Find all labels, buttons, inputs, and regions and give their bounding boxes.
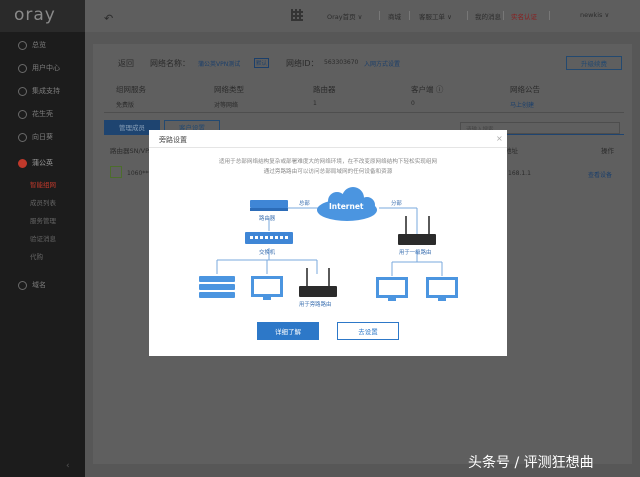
sidebar-sub-members[interactable]: 成员列表 bbox=[30, 199, 56, 207]
peanut-icon bbox=[18, 109, 27, 119]
user-menu[interactable]: newkis ∨ bbox=[580, 11, 610, 19]
create-notice-link[interactable]: 马上创建 bbox=[510, 102, 535, 109]
qrcode-icon[interactable] bbox=[291, 9, 303, 21]
dialog-title: 旁路设置 bbox=[159, 136, 187, 144]
switch-device bbox=[245, 232, 293, 244]
divider bbox=[549, 11, 550, 20]
row-address: 168.1.1 bbox=[508, 170, 531, 177]
info-value: 免费版 bbox=[116, 102, 135, 109]
switch-label: 交换机 bbox=[259, 250, 276, 256]
info-value: 对等网络 bbox=[214, 102, 239, 109]
divider bbox=[467, 11, 468, 20]
info-value: 0 bbox=[411, 100, 415, 107]
sidebar-item-overview[interactable]: 总览 bbox=[0, 34, 85, 56]
table-header-sn: 路由器SN/VP... bbox=[110, 147, 155, 155]
learn-more-button[interactable]: 详细了解 bbox=[257, 322, 319, 340]
sidebar-sub-service[interactable]: 服务管理 bbox=[30, 217, 56, 225]
sidebar-sub-verify[interactable]: 验证消息 bbox=[30, 235, 56, 243]
headset-icon bbox=[18, 86, 27, 96]
branch-monitor-2 bbox=[426, 277, 458, 301]
hq-link-label: 总部 bbox=[299, 201, 310, 207]
router-icon bbox=[110, 166, 122, 178]
info-header: 路由器 bbox=[313, 85, 336, 94]
upgrade-button[interactable]: 升级续费 bbox=[566, 56, 622, 70]
server-device bbox=[199, 276, 235, 298]
network-id-label: 网络ID： bbox=[286, 59, 319, 68]
sidebar-item-label: 向日葵 bbox=[32, 133, 53, 141]
branch-monitor-1 bbox=[376, 277, 408, 301]
sidebar: oray 总览 用户中心 集成支持 花生壳 向日葵 蒲公英 智能组网 成员列表 … bbox=[0, 0, 85, 477]
monitor-device bbox=[251, 276, 283, 300]
dialog-description: 适用于总部网络结构复杂或部署难度大的网络环境，在不改变原网络结构下轻松实现组网 bbox=[218, 159, 438, 165]
watermark: 头条号 / 评测狂想曲 bbox=[468, 455, 594, 471]
sidebar-sub-purchase[interactable]: 代购 bbox=[30, 253, 43, 261]
sidebar-item-label: 集成支持 bbox=[32, 87, 60, 95]
sidebar-item-dandelion[interactable]: 蒲公英 bbox=[0, 152, 85, 174]
divider bbox=[409, 11, 410, 20]
view-device-link[interactable]: 查看设备 bbox=[588, 172, 613, 179]
sidebar-item-label: 域名 bbox=[32, 281, 46, 289]
nav-messages[interactable]: 我的消息 bbox=[475, 13, 501, 21]
sidebar-item-sunflower[interactable]: 向日葵 bbox=[0, 126, 85, 148]
internet-label: Internet bbox=[329, 202, 364, 211]
network-name-label: 网络名称： bbox=[150, 59, 190, 68]
topbar: Oray首页 ∨ 商城 客服工单 ∨ 我的消息 实名认证 newkis ∨ bbox=[85, 0, 640, 32]
info-value: 1 bbox=[313, 100, 317, 107]
table-header-action: 操作 bbox=[601, 147, 614, 155]
router-device bbox=[250, 200, 288, 211]
bypass-router-label: 用于旁路路由 bbox=[299, 302, 332, 308]
internet-cloud bbox=[317, 187, 377, 221]
row-sn: 1060*** bbox=[127, 170, 152, 177]
divider bbox=[503, 11, 504, 20]
router-label: 路由器 bbox=[259, 216, 276, 222]
back-arrow-icon[interactable]: ↶ bbox=[104, 12, 114, 25]
sidebar-sub-smart-network[interactable]: 智能组网 bbox=[30, 181, 56, 189]
grid-icon bbox=[18, 40, 27, 50]
logo-area bbox=[0, 0, 85, 32]
go-settings-button[interactable]: 去设置 bbox=[337, 322, 399, 340]
sidebar-item-label: 总览 bbox=[32, 41, 46, 49]
bypass-settings-dialog: 旁路设置 × 适用于总部网络结构复杂或部署难度大的网络环境，在不改变原网络结构下… bbox=[149, 130, 507, 356]
globe-icon bbox=[18, 280, 27, 290]
diagram-links bbox=[216, 207, 443, 276]
branch-router-device bbox=[398, 216, 436, 245]
network-name[interactable]: 蒲公英VPN测试 bbox=[198, 61, 241, 68]
sidebar-item-domain[interactable]: 域名 bbox=[0, 274, 85, 296]
dialog-description: 通过旁路路由可以访问总部局域网的任何设备和资源 bbox=[263, 169, 393, 175]
info-header: 组网服务 bbox=[116, 85, 146, 94]
logo[interactable]: oray bbox=[14, 5, 56, 25]
sidebar-item-label: 花生壳 bbox=[32, 110, 53, 118]
back-link[interactable]: 返回 bbox=[118, 59, 134, 68]
divider bbox=[379, 11, 380, 20]
bypass-router-device bbox=[299, 268, 337, 297]
nav-verify[interactable]: 实名认证 bbox=[511, 13, 537, 21]
branch-link-label: 分部 bbox=[391, 201, 402, 207]
network-id: 563303670 bbox=[324, 59, 359, 66]
sidebar-item-label: 用户中心 bbox=[32, 64, 60, 72]
user-icon bbox=[18, 63, 27, 73]
join-method-link[interactable]: 入网方式设置 bbox=[364, 61, 401, 68]
divider bbox=[149, 147, 507, 148]
branch-router-label: 用于一级路由 bbox=[399, 250, 432, 256]
network-diagram bbox=[199, 187, 458, 301]
info-header: 客户端 ⓘ bbox=[411, 85, 444, 94]
sidebar-item-peanut[interactable]: 花生壳 bbox=[0, 103, 85, 125]
info-header: 网络类型 bbox=[214, 85, 244, 94]
divider bbox=[104, 112, 624, 113]
table-header-address: 地址 bbox=[505, 147, 518, 155]
nav-home[interactable]: Oray首页 ∨ bbox=[327, 13, 363, 21]
default-badge: 默认 bbox=[254, 58, 270, 68]
sunflower-icon bbox=[18, 132, 27, 142]
dandelion-icon bbox=[18, 158, 27, 168]
info-header: 网络公告 bbox=[510, 85, 540, 94]
nav-mall[interactable]: 商城 bbox=[388, 13, 401, 21]
tab-members[interactable]: 管理成员 bbox=[104, 120, 160, 134]
sidebar-item-label: 蒲公英 bbox=[32, 159, 53, 167]
collapse-icon[interactable]: ‹ bbox=[66, 461, 70, 471]
sidebar-item-user-center[interactable]: 用户中心 bbox=[0, 57, 85, 79]
close-icon[interactable]: × bbox=[496, 134, 503, 143]
sidebar-item-support[interactable]: 集成支持 bbox=[0, 80, 85, 102]
nav-workorder[interactable]: 客服工单 ∨ bbox=[419, 13, 452, 21]
